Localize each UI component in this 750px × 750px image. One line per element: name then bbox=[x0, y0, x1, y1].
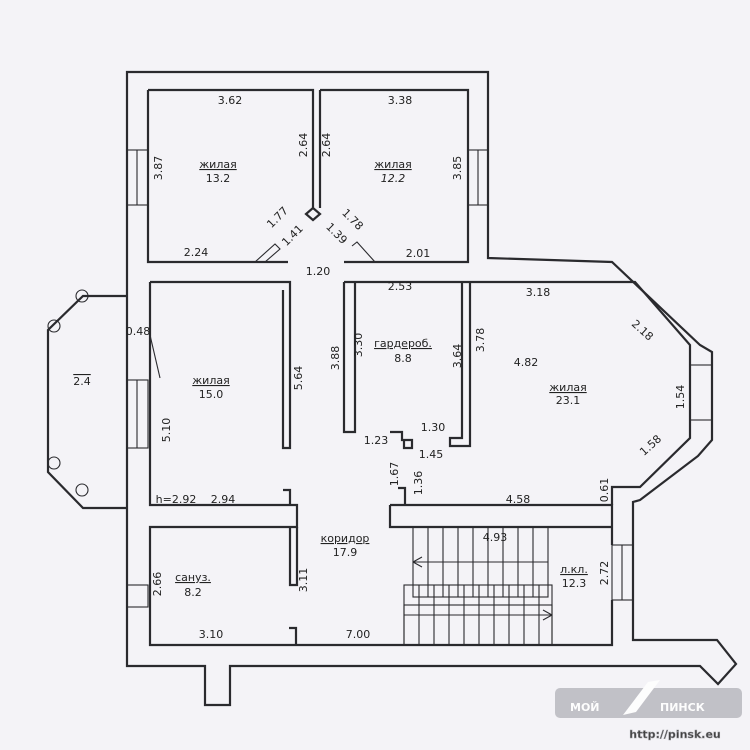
room-area-corridor: 17.9 bbox=[333, 546, 358, 559]
dim: 0.61 bbox=[598, 478, 611, 503]
dim: 3.11 bbox=[297, 568, 310, 593]
dim: 5.10 bbox=[160, 418, 173, 443]
dim: 2.24 bbox=[184, 246, 209, 259]
dim: 4.82 bbox=[514, 356, 539, 369]
dim: 2.94 bbox=[211, 493, 236, 506]
dim: 2.66 bbox=[151, 572, 164, 597]
room-area-living-right: 23.1 bbox=[556, 394, 581, 407]
dim: 4.58 bbox=[506, 493, 531, 506]
dim: 3.88 bbox=[329, 346, 342, 371]
dimension-labels: 3.62 3.38 2.64 2.64 3.87 3.85 1.77 1.41 … bbox=[126, 94, 687, 641]
room-name-corridor: коридор bbox=[321, 532, 370, 545]
staircase bbox=[403, 526, 553, 646]
room-area-stairs: 12.3 bbox=[562, 577, 587, 590]
plane-logo-icon bbox=[623, 680, 660, 715]
room-area-bed1: 13.2 bbox=[206, 172, 231, 185]
dim: 1.58 bbox=[637, 432, 664, 458]
dim: 3.18 bbox=[526, 286, 551, 299]
dim: 1.45 bbox=[419, 448, 444, 461]
dim: 1.30 bbox=[421, 421, 446, 434]
dim: 7.00 bbox=[346, 628, 371, 641]
dim: h=2.92 bbox=[156, 493, 197, 506]
dim: 3.30 bbox=[352, 333, 365, 358]
dim: 3.10 bbox=[199, 628, 224, 641]
watermark-url: http://pinsk.eu bbox=[629, 728, 720, 741]
dim: 1.54 bbox=[674, 385, 687, 410]
room-labels: жилая 13.2 жилая 12.2 жилая 15.0 гардеро… bbox=[73, 158, 588, 599]
dim: 3.78 bbox=[474, 328, 487, 353]
dim: 4.93 bbox=[483, 531, 508, 544]
room-name-stairs: л.кл. bbox=[560, 563, 588, 576]
room-area-living-left: 15.0 bbox=[199, 388, 224, 401]
dim: 1.20 bbox=[306, 265, 331, 278]
room-name-living-left: жилая bbox=[192, 374, 229, 387]
dim: 1.39 bbox=[323, 220, 350, 247]
columns bbox=[47, 289, 89, 497]
room-area-wardrobe: 8.8 bbox=[394, 352, 412, 365]
room-name-bed1: жилая bbox=[199, 158, 236, 171]
dim: 3.64 bbox=[451, 344, 464, 369]
watermark-brand-right: ПИНСК bbox=[660, 701, 705, 714]
watermark: МОЙ ПИНСК http://pinsk.eu bbox=[555, 680, 742, 741]
dim: 5.64 bbox=[292, 366, 305, 391]
dim: 1.67 bbox=[388, 462, 401, 487]
room-name-wardrobe: гардероб. bbox=[374, 337, 432, 350]
dim: 3.38 bbox=[388, 94, 413, 107]
windows bbox=[126, 149, 713, 608]
dim: 2.72 bbox=[598, 561, 611, 586]
dim: 1.23 bbox=[364, 434, 389, 447]
room-name-living-right: жилая bbox=[549, 381, 586, 394]
dim: 2.18 bbox=[629, 317, 656, 343]
room-area-bed2: 12.2 bbox=[381, 172, 406, 185]
dim: 2.01 bbox=[406, 247, 431, 260]
dim: 3.85 bbox=[451, 156, 464, 181]
door-swings bbox=[254, 241, 377, 263]
dim: 1.36 bbox=[412, 471, 425, 496]
dim: 3.62 bbox=[218, 94, 243, 107]
watermark-brand-left: МОЙ bbox=[570, 701, 600, 714]
dim: 2.64 bbox=[320, 133, 333, 158]
room-name-bed2: жилая bbox=[374, 158, 411, 171]
dim: 1.77 bbox=[264, 204, 291, 231]
dim: 2.64 bbox=[297, 133, 310, 158]
dim: 0.48 bbox=[126, 325, 151, 338]
room-area-bay-left: 2.4 bbox=[73, 375, 91, 388]
dim: 1.41 bbox=[279, 222, 306, 249]
dim: 2.53 bbox=[388, 280, 413, 293]
room-area-bathroom: 8.2 bbox=[184, 586, 202, 599]
dim: 1.78 bbox=[339, 206, 366, 233]
dim: 3.87 bbox=[152, 156, 165, 181]
room-name-bathroom: сануз. bbox=[175, 571, 211, 584]
